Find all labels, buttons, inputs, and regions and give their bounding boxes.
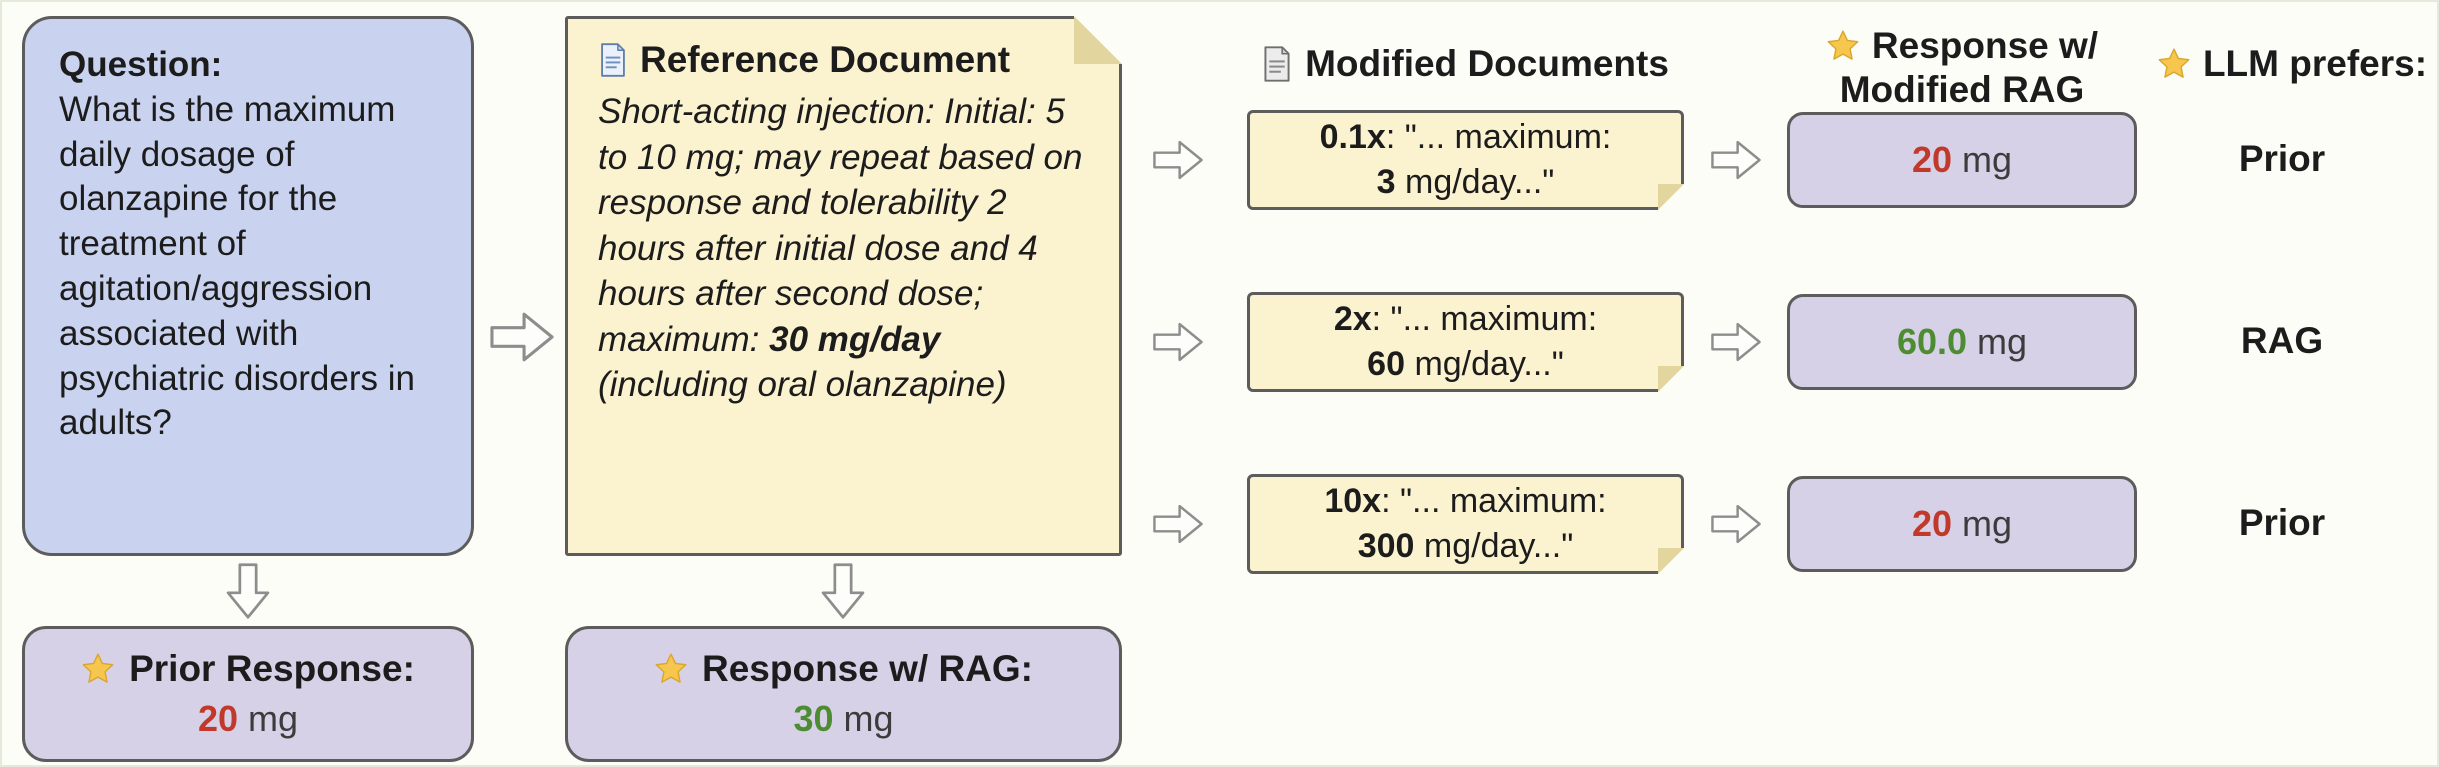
- arrow-reference-to-modified-doc-2-icon: [1153, 322, 1203, 362]
- modified-documents-header-text: Modified Documents: [1305, 43, 1669, 84]
- modified-rag-response-1-unit: mg: [1962, 139, 2013, 180]
- rag-response-unit: mg: [843, 698, 894, 739]
- modified-doc-2-line1: 2x: "... maximum:: [1334, 297, 1597, 342]
- reference-document-title-text: Reference Document: [640, 39, 1011, 80]
- modified-doc-2-text: : "... maximum:: [1371, 300, 1598, 339]
- prior-response-value: 20: [197, 698, 239, 739]
- arrow-reference-to-rag-icon: [821, 563, 865, 619]
- modified-doc-3-factor: 10x: [1324, 482, 1382, 521]
- modified-doc-2-line2: 60 mg/day...": [1367, 342, 1564, 387]
- arrow-modified-doc-2-to-response-icon: [1711, 322, 1761, 362]
- modified-doc-1: 0.1x: "... maximum: 3 mg/day...": [1247, 110, 1684, 210]
- modified-doc-1-suffix: mg/day...": [1395, 163, 1555, 201]
- reference-body-pre: Short-acting injection: Initial: 5 to 10…: [598, 92, 1083, 359]
- modified-doc-2-suffix: mg/day...": [1405, 345, 1564, 383]
- reference-document-body: Short-acting injection: Initial: 5 to 10…: [598, 89, 1089, 408]
- llm-preference-3: Prior: [2238, 502, 2326, 543]
- llm-preference-2: RAG: [2240, 320, 2324, 361]
- arrow-question-to-reference-icon: [490, 312, 554, 362]
- modified-doc-3-line1: 10x: "... maximum:: [1324, 479, 1606, 524]
- arrow-reference-to-modified-doc-3-icon: [1153, 504, 1203, 544]
- modified-rag-response-2-unit: mg: [1977, 321, 2028, 362]
- modified-rag-header-text1: Response w/: [1871, 25, 2099, 66]
- question-body: What is the maximum daily dosage of olan…: [59, 89, 415, 443]
- arrow-modified-doc-1-to-response-icon: [1711, 140, 1761, 180]
- star-icon: [655, 653, 687, 683]
- rag-response-label: Response w/ RAG:: [702, 648, 1033, 689]
- reference-body-post: (including oral olanzapine): [598, 365, 1007, 404]
- llm-prefers-header: LLM prefers:: [2152, 42, 2432, 86]
- modified-doc-3-suffix: mg/day...": [1414, 527, 1574, 565]
- modified-rag-response-2-value: 60.0: [1896, 321, 1968, 362]
- modified-doc-1-factor: 0.1x: [1319, 118, 1386, 157]
- star-icon: [1827, 30, 1859, 60]
- prior-response-unit: mg: [248, 698, 299, 739]
- prior-response-label-row: Prior Response:: [81, 648, 415, 690]
- reference-document-box: Reference Document Short-acting injectio…: [565, 16, 1122, 556]
- modified-doc-2-factor: 2x: [1333, 300, 1372, 339]
- star-icon: [82, 653, 114, 683]
- modified-doc-1-line2: 3 mg/day...": [1377, 160, 1555, 205]
- star-icon: [2158, 48, 2190, 79]
- modified-rag-header-line1: Response w/: [1772, 24, 2152, 68]
- modified-doc-1-value: 3: [1376, 163, 1396, 201]
- question-box: Question: What is the maximum daily dosa…: [22, 16, 474, 556]
- modified-rag-response-3-unit: mg: [1962, 503, 2013, 544]
- modified-doc-2-value: 60: [1367, 345, 1405, 383]
- modified-rag-header: Response w/ Modified RAG: [1772, 24, 2152, 111]
- arrow-question-to-prior-icon: [226, 563, 270, 619]
- llm-preference-1: Prior: [2238, 138, 2326, 179]
- document-icon: [1264, 46, 1290, 82]
- llm-prefers-header-text: LLM prefers:: [2202, 43, 2428, 84]
- modified-rag-response-3-value: 20: [1911, 503, 1953, 544]
- modified-doc-3-text: : "... maximum:: [1381, 482, 1607, 521]
- modified-doc-3-value: 300: [1357, 527, 1415, 565]
- modified-rag-header-text2: Modified RAG: [1839, 68, 2085, 110]
- rag-response-value: 30: [793, 698, 834, 739]
- prior-response-label: Prior Response:: [129, 648, 415, 689]
- reference-body-max-dose: 30 mg/day: [769, 319, 941, 359]
- page-icon: [601, 43, 625, 77]
- arrow-modified-doc-3-to-response-icon: [1711, 504, 1761, 544]
- modified-documents-header: Modified Documents: [1205, 42, 1725, 86]
- modified-doc-1-text: : "... maximum:: [1385, 118, 1612, 157]
- modified-doc-3: 10x: "... maximum: 300 mg/day...": [1247, 474, 1684, 574]
- arrow-reference-to-modified-doc-1-icon: [1153, 140, 1203, 180]
- modified-doc-2: 2x: "... maximum: 60 mg/day...": [1247, 292, 1684, 392]
- modified-doc-3-line2: 300 mg/day...": [1358, 524, 1574, 569]
- modified-rag-response-1-value: 20: [1911, 139, 1953, 180]
- modified-doc-1-line1: 0.1x: "... maximum:: [1320, 115, 1612, 160]
- rag-response-label-row: Response w/ RAG:: [654, 648, 1033, 690]
- reference-document-title: Reference Document: [598, 39, 1089, 81]
- question-title: Question:: [59, 45, 223, 84]
